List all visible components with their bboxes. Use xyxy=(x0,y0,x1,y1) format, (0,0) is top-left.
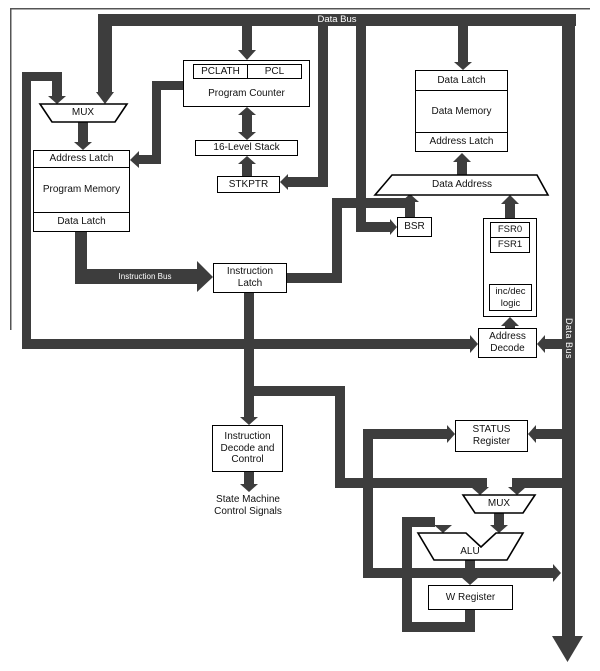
stack-box: 16-Level Stack xyxy=(195,140,298,156)
w-register-label: W Register xyxy=(445,591,496,603)
bsr-label: BSR xyxy=(404,221,425,233)
wire-il-to-data-address xyxy=(287,194,419,283)
wire-bus-to-data-latch xyxy=(454,26,472,70)
data-address-label: Data Address xyxy=(431,179,493,191)
state-machine-line1: State Machine xyxy=(216,494,280,506)
wire-fsr-to-data-address xyxy=(501,195,519,218)
state-machine-annotation: State Machine Control Signals xyxy=(192,493,304,519)
prog-mem-address-latch-label: Address Latch xyxy=(49,153,114,165)
instruction-decode-box: Instruction Decode and Control xyxy=(212,425,283,472)
instruction-decode-line1: Instruction xyxy=(224,430,271,442)
address-decode-line2: Decode xyxy=(490,343,525,354)
status-line1: STATUS xyxy=(472,424,511,436)
address-decode-line1: Address xyxy=(489,331,526,343)
wire-decode-out xyxy=(240,472,258,492)
mux-alu-label: MUX xyxy=(487,498,511,510)
fsr-container: FSR0 FSR1 inc/dec logic xyxy=(483,218,537,317)
wire-data-address-to-address-latch xyxy=(453,153,471,175)
wire-left-rail xyxy=(22,72,66,349)
alu-label: ALU xyxy=(460,545,480,557)
wire-row-to-address-decode xyxy=(22,335,478,353)
program-memory-block: Address Latch Program Memory Data Latch xyxy=(33,150,130,232)
state-machine-line2: Control Signals xyxy=(214,506,282,517)
wire-decode-to-fsr xyxy=(501,317,519,330)
wire-mux-to-address-latch xyxy=(74,122,92,150)
mux-program-shape xyxy=(38,103,129,123)
data-address-shape xyxy=(373,174,550,196)
instruction-bus-label: Instruction Bus xyxy=(118,271,172,281)
instruction-decode-line3: Control xyxy=(231,454,264,466)
pclath-label: PCLATH xyxy=(201,65,240,77)
data-mem-address-latch-label: Address Latch xyxy=(429,136,494,148)
stkptr-label: STKPTR xyxy=(228,178,269,190)
wire-pc-to-address-latch xyxy=(130,81,183,168)
top-data-bus-label: Data Bus xyxy=(317,14,357,26)
prog-mem-data-latch-label: Data Latch xyxy=(57,216,106,228)
wire-alu-to-w xyxy=(461,560,479,585)
alu-shape xyxy=(416,532,525,561)
bsr-box: BSR xyxy=(397,217,432,237)
pcl-label: PCL xyxy=(264,65,285,77)
wire-bus-to-pc xyxy=(238,26,256,60)
status-register-box: STATUS Register xyxy=(455,420,528,452)
wire-alu-out-row xyxy=(363,564,561,582)
wire-pc-stack-stkptr xyxy=(238,107,256,176)
address-decode-box: Address Decode xyxy=(478,328,537,358)
figure-frame xyxy=(10,8,590,330)
wire-bus-to-bsr xyxy=(356,26,397,235)
wire-bus-to-mux xyxy=(508,478,575,495)
prog-mem-address-latch: Address Latch xyxy=(34,151,129,167)
pcl-cell: PCL xyxy=(248,65,301,78)
wire-instruction-bus xyxy=(75,232,213,292)
wire-status-rail xyxy=(363,425,455,578)
instruction-latch-line1: Instruction xyxy=(226,266,274,278)
data-memory-block: Data Latch Data Memory Address Latch xyxy=(415,70,508,152)
w-register-box: W Register xyxy=(428,585,513,610)
incdec-line2: logic xyxy=(500,297,521,309)
data-memory-label: Data Memory xyxy=(431,105,492,117)
wire-bus-to-address-decode xyxy=(537,335,575,353)
incdec-line1: inc/dec xyxy=(495,286,526,298)
data-memory: Data Memory xyxy=(416,90,507,132)
instruction-latch-box: Instruction Latch xyxy=(213,263,287,293)
mux-alu-shape xyxy=(461,494,537,514)
data-mem-address-latch: Address Latch xyxy=(416,132,507,151)
pclath-cell: PCLATH xyxy=(194,65,248,78)
wire-top-data-bus xyxy=(96,14,576,104)
right-data-bus-label: Data Bus xyxy=(563,318,574,360)
fsr0-label: FSR0 xyxy=(497,224,523,236)
instruction-decode-line2: Decode and xyxy=(220,442,275,454)
stkptr-box: STKPTR xyxy=(217,176,280,193)
wire-il-to-decode xyxy=(240,293,258,425)
program-memory-label: Program Memory xyxy=(42,184,121,196)
program-counter-label: Program Counter xyxy=(208,88,285,100)
program-memory: Program Memory xyxy=(34,167,129,212)
wire-w-loop xyxy=(402,517,475,632)
fsr1-box: FSR1 xyxy=(490,236,530,253)
incdec-logic-box: inc/dec logic xyxy=(489,284,532,311)
pclath-pcl-box: PCLATH PCL xyxy=(193,64,302,79)
prog-mem-data-latch: Data Latch xyxy=(34,212,129,231)
data-mem-data-latch: Data Latch xyxy=(416,71,507,90)
stack-label: 16-Level Stack xyxy=(213,142,280,154)
fsr1-label: FSR1 xyxy=(497,238,523,250)
wire-mux-to-alu xyxy=(490,513,508,533)
instruction-latch-line2: Latch xyxy=(237,278,263,289)
mux-program-label: MUX xyxy=(71,107,95,119)
wire-bus-to-status xyxy=(528,425,575,443)
wire-bus-to-stkptr xyxy=(280,26,328,190)
status-line2: Register xyxy=(472,436,511,447)
data-mem-data-latch-label: Data Latch xyxy=(437,74,486,86)
wire-branch-to-mux xyxy=(244,386,489,495)
